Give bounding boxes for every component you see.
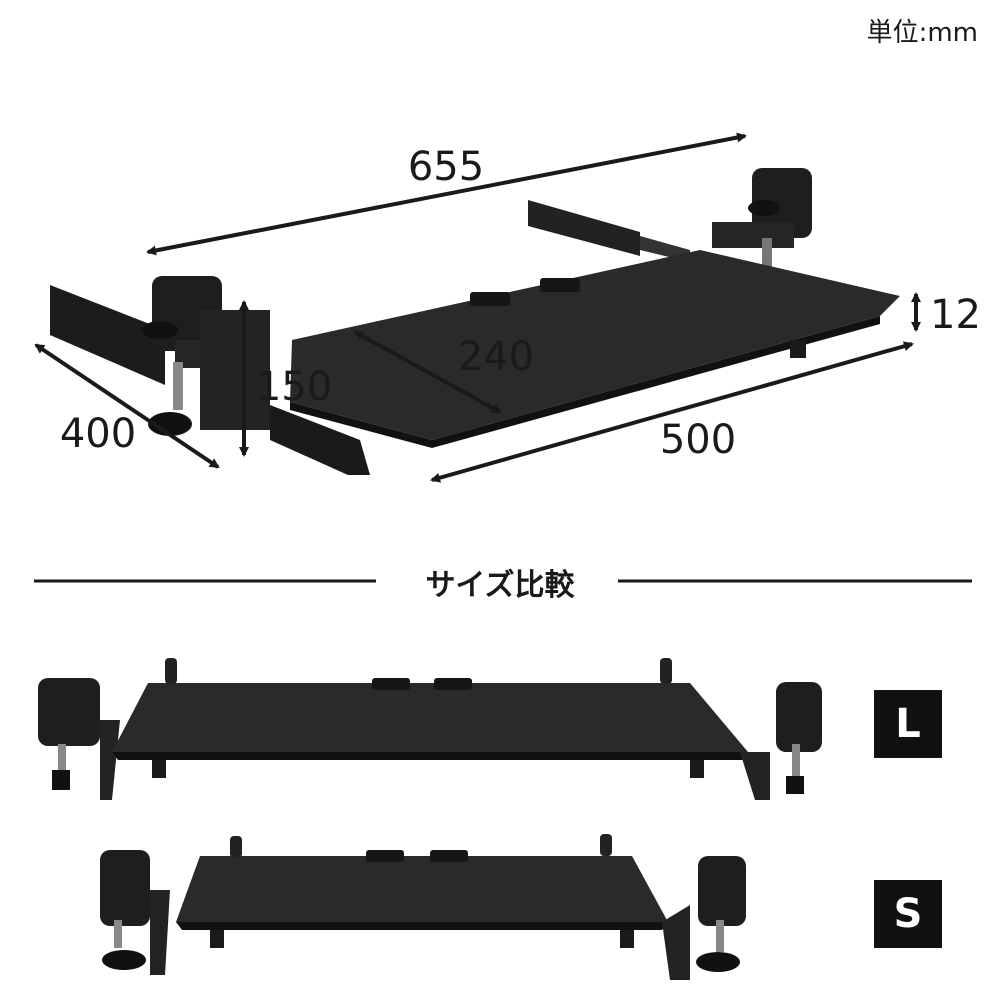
dim-label-655: 655 (408, 144, 484, 190)
keyboard-board (290, 250, 900, 448)
unit-label: 単位:mm (866, 18, 978, 48)
product-size-s (100, 834, 746, 980)
size-comparison-title: サイズ比較 (0, 560, 1000, 604)
size-badge-l: L (874, 690, 942, 758)
right-clamp (712, 168, 812, 268)
dim-label-12: 12 (930, 292, 981, 338)
right-rail (528, 200, 690, 262)
dim-label-240: 240 (458, 334, 534, 380)
dim-label-400: 400 (60, 411, 136, 457)
size-comparison-title-text: サイズ比較 (407, 568, 593, 603)
dimension-arrow-500 (430, 341, 914, 483)
dimension-arrow-655 (146, 132, 747, 256)
size-badge-s: S (874, 880, 942, 948)
product-size-l (38, 658, 822, 800)
dim-label-150: 150 (256, 364, 332, 410)
dim-label-500: 500 (660, 417, 736, 463)
dimension-arrow-400 (34, 343, 220, 469)
